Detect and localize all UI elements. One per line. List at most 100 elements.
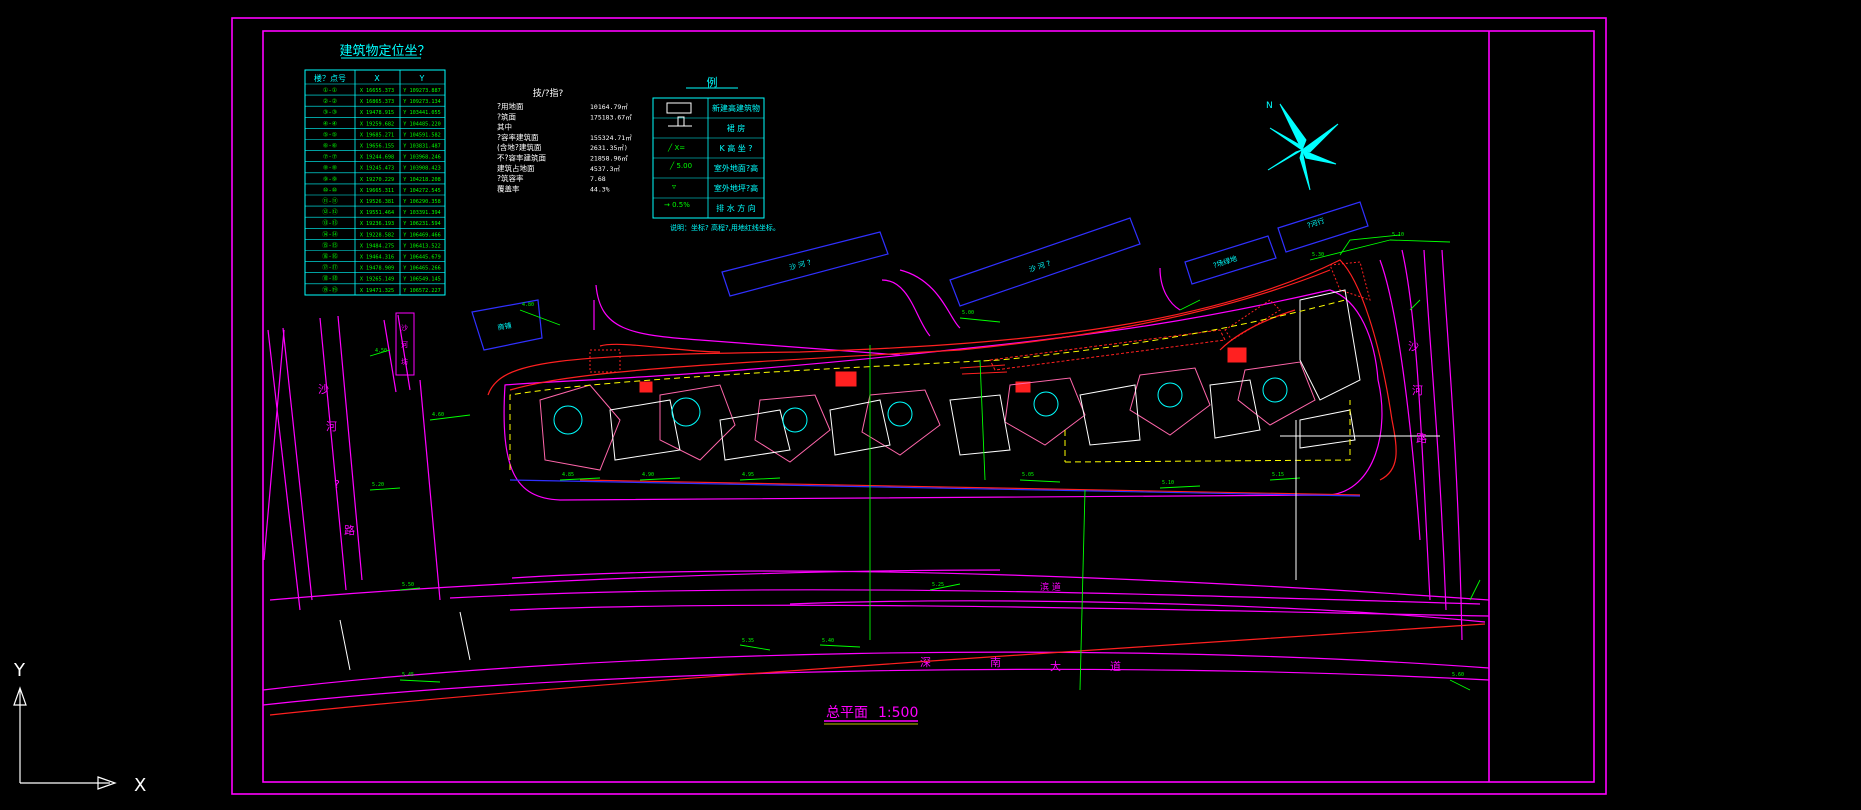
site-buildings <box>539 289 1361 471</box>
coord-cell-y: Y 109273.887 <box>403 88 440 94</box>
legend-symbol-elev: ╱ 5.00 <box>669 161 692 170</box>
coord-cell-y: Y 106231.594 <box>403 221 440 227</box>
coord-cell-point: ④-④ <box>323 120 337 127</box>
drawing-title-scale: 1:500 <box>878 705 918 721</box>
inner-frame <box>262 30 1595 783</box>
tech-index-label: ?容率建筑面 <box>497 132 539 142</box>
coord-cell-y: Y 106290.358 <box>403 199 440 205</box>
tech-index-title: 技/?指? <box>533 87 564 99</box>
tech-index-label: ?筑容率 <box>497 173 524 183</box>
legend-symbol-drain: → 0.5% <box>664 201 690 209</box>
north-label: N <box>1266 101 1273 111</box>
svg-text:4.80: 4.80 <box>522 302 534 308</box>
road-lines <box>262 249 1490 706</box>
tech-index-label: ?筑面 <box>497 111 516 121</box>
main-road-char-3: 大 <box>1050 659 1061 673</box>
green-annotations <box>369 234 1481 691</box>
drawing-title-name: 总平面 <box>826 705 868 721</box>
coord-cell-x: X 19471.325 <box>360 288 394 294</box>
coord-cell-y: Y 106445.679 <box>403 255 440 261</box>
road-left-char-2: 河 <box>326 420 337 433</box>
tech-index-label: 其中 <box>497 122 512 132</box>
coord-cell-x: X 19685.271 <box>360 132 394 138</box>
svg-text:坊: 坊 <box>401 357 408 366</box>
tech-index-value: 10164.79㎡ <box>590 102 628 111</box>
svg-text:5.60: 5.60 <box>1452 672 1464 678</box>
coord-cell-x: X 19236.193 <box>360 221 394 227</box>
tech-index-label: 不?容率建筑面 <box>497 153 546 163</box>
ucs-icon: Y X <box>13 660 146 796</box>
coord-cell-y: Y 103968.246 <box>403 155 440 161</box>
coord-cell-point: ⑯-⑯ <box>322 253 338 261</box>
green-dim-texts: 4.504.60 5.205.50 4.805.00 5.305.10 5.15… <box>372 232 1464 678</box>
bld-label-5: 商铺 <box>497 321 512 332</box>
coord-cell-x: X 19464.316 <box>360 255 394 261</box>
svg-text:沙: 沙 <box>401 324 408 332</box>
coord-cell-y: Y 106549.145 <box>403 277 440 283</box>
coord-table-title: 建筑物定位坐？ <box>339 43 430 59</box>
tech-index-value: 175183.67㎡ <box>590 112 632 121</box>
tech-index-value: 44.3% <box>590 185 610 193</box>
legend-item-label: K 高 坐 ? <box>719 143 752 153</box>
coord-cell-x: X 19259.682 <box>360 121 394 127</box>
coord-cell-point: ⑩-⑩ <box>323 187 337 194</box>
coord-cell-x: X 19551.464 <box>360 210 394 216</box>
svg-text:4.95: 4.95 <box>742 472 754 478</box>
neighbour-buildings <box>471 201 1369 497</box>
ucs-y-label: Y <box>13 660 26 681</box>
coord-header-x: X <box>374 74 380 83</box>
coord-cell-x: X 19228.582 <box>360 232 394 238</box>
coord-cell-x: X 19526.381 <box>360 199 394 205</box>
coord-header-point: 楼？点号 <box>314 73 346 83</box>
road-right-char-1: 沙 <box>1408 340 1419 353</box>
tech-index-value: 4537.3㎡ <box>590 164 620 173</box>
legend-item-label: 裙 房 <box>727 123 746 133</box>
left-small-road-label: 沙 河 坊 <box>395 312 415 376</box>
coord-cell-y: Y 106465.266 <box>403 266 440 272</box>
road-right-char-2: 河 <box>1412 384 1423 397</box>
coord-cell-y: Y 104272.545 <box>403 188 440 194</box>
svg-text:4.60: 4.60 <box>432 412 444 418</box>
coord-cell-x: X 19244.698 <box>360 155 394 161</box>
tech-index-value: 7.68 <box>590 175 606 183</box>
coord-cell-x: X 19484.275 <box>360 243 394 249</box>
svg-text:5.10: 5.10 <box>1162 480 1174 486</box>
coord-cell-x: X 19478.909 <box>360 266 394 272</box>
coord-cell-y: Y 103908.423 <box>403 166 440 172</box>
parking-hatch <box>589 261 1371 393</box>
tech-index-label: ?用地面 <box>497 101 524 111</box>
road-left-char-3: ? <box>334 478 340 491</box>
coord-cell-point: ⑪-⑪ <box>322 197 338 205</box>
svg-text:5.15: 5.15 <box>1272 472 1284 478</box>
coord-cell-x: X 16655.373 <box>360 88 394 94</box>
coord-cell-point: ⑦-⑦ <box>323 154 337 161</box>
outer-frame <box>231 17 1607 795</box>
svg-text:5.05: 5.05 <box>1022 472 1034 478</box>
road-left-char-1: 沙 <box>318 383 329 396</box>
tech-index-value: 2631.35㎡) <box>590 143 628 152</box>
tech-index-value: 155324.71㎡ <box>590 133 632 142</box>
bld-label-1: 沙 河 ? <box>788 258 812 272</box>
svg-text:5.10: 5.10 <box>1392 232 1404 238</box>
coord-cell-point: ⑰-⑰ <box>322 264 338 272</box>
coord-cell-y: Y 109273.134 <box>403 99 440 105</box>
legend-item-label: 新建高建筑物 <box>712 103 760 113</box>
coord-cell-y: Y 106413.522 <box>403 243 440 249</box>
coord-cell-y: Y 104218.208 <box>403 177 440 183</box>
coord-cell-point: ⑭-⑭ <box>322 230 338 238</box>
coord-cell-point: ⑮-⑮ <box>322 241 338 249</box>
coord-cell-x: X 16865.373 <box>360 99 394 105</box>
main-road-char-1: 深 <box>920 656 931 669</box>
legend-symbol-podium <box>668 116 692 127</box>
road-right-char-3: 路 <box>1416 432 1427 445</box>
main-road-char-4: 道 <box>1110 659 1121 673</box>
coord-cell-y: Y 106572.227 <box>403 288 440 294</box>
svg-text:4.85: 4.85 <box>562 472 574 478</box>
legend-item-label: 室外地面?高 <box>714 163 758 173</box>
svg-text:4.90: 4.90 <box>642 472 654 478</box>
legend-item-label: 室外地坪?高 <box>714 183 758 193</box>
